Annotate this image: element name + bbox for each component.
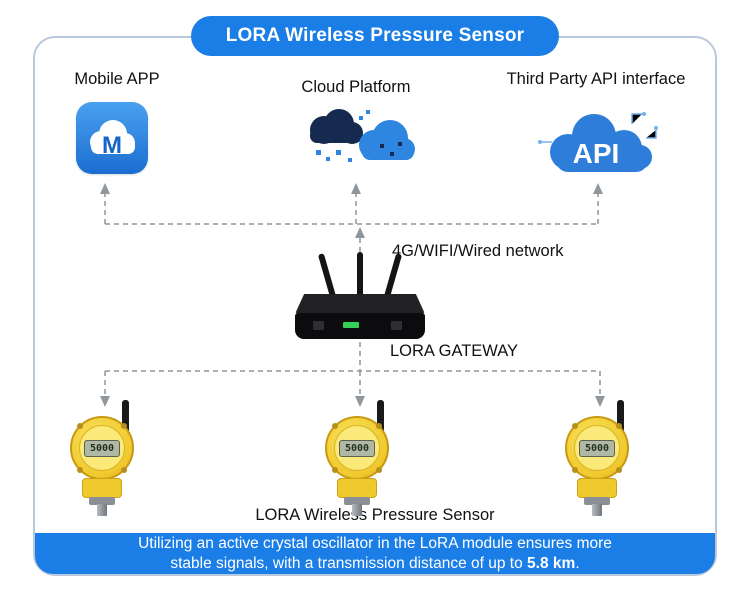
router-port-icon: [313, 321, 324, 330]
router-antenna-left: [317, 253, 337, 301]
pressure-sensor-icon: 5000: [55, 400, 155, 516]
sensor-stem: [97, 504, 107, 516]
cloud-platform-label: Cloud Platform: [301, 78, 411, 96]
third-party-api-label: Third Party API interface: [506, 70, 686, 88]
sensor-body: [577, 478, 617, 498]
router-antenna-middle: [357, 252, 363, 300]
cloud-platform-icon: [296, 100, 416, 182]
sensor-antenna: [377, 400, 384, 442]
pressure-sensor-icon: 5000: [550, 400, 650, 516]
sensor-stem: [352, 504, 362, 516]
sensor-nut: [344, 497, 370, 505]
bottom-banner: Utilizing an active crystal oscillator i…: [35, 533, 715, 574]
mobile-app-label: Mobile APP: [74, 70, 160, 88]
sensor-gauge: 5000: [325, 416, 389, 480]
sensor-antenna: [122, 400, 129, 442]
arrowheads: [100, 183, 605, 407]
router-front-face: [295, 313, 425, 339]
gateway-label: LORA GATEWAY: [390, 342, 519, 360]
sensor-body: [337, 478, 377, 498]
sensor-body: [82, 478, 122, 498]
sensor-gauge: 5000: [70, 416, 134, 480]
sensor-nut: [584, 497, 610, 505]
router-port-icon: [391, 321, 402, 330]
sensors-caption: LORA Wireless Pressure Sensor: [255, 506, 495, 524]
api-cloud-icon: API: [536, 104, 661, 182]
pressure-sensor-icon: 5000: [310, 400, 410, 516]
router-top-face: [295, 294, 425, 314]
api-icon-text: API: [573, 138, 620, 169]
sensor-stem: [592, 504, 602, 516]
page-title: LORA Wireless Pressure Sensor: [225, 25, 525, 46]
sensor-display: 5000: [579, 439, 615, 457]
cloud-m-logo-icon: M: [90, 120, 135, 159]
network-label: 4G/WIFI/Wired network: [392, 242, 564, 260]
router-antenna-right: [383, 253, 403, 301]
app-icon-letter: M: [102, 132, 122, 159]
router-led-icon: [343, 322, 359, 328]
title-banner: LORA Wireless Pressure Sensor: [191, 16, 559, 56]
sensor-nut: [89, 497, 115, 505]
bottom-banner-line1: Utilizing an active crystal oscillator i…: [138, 534, 612, 552]
bottom-banner-line2: stable signals, with a transmission dist…: [170, 554, 580, 572]
sensor-display: 5000: [339, 439, 375, 457]
mobile-app-icon: M: [76, 102, 148, 174]
sensor-display: 5000: [84, 439, 120, 457]
sensor-gauge: 5000: [565, 416, 629, 480]
lora-gateway-router-icon: [295, 250, 425, 342]
sensor-antenna: [617, 400, 624, 442]
